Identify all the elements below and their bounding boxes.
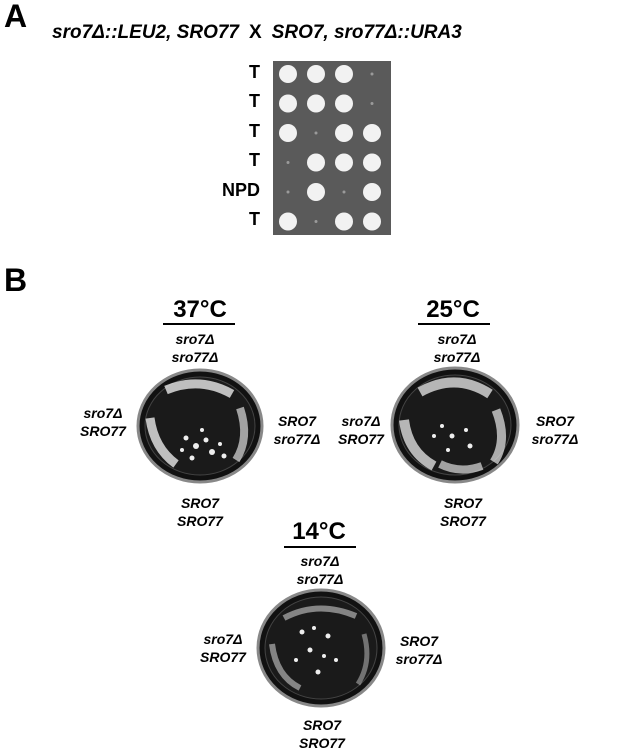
spore-colony xyxy=(307,94,325,113)
cross-left-genotype: sro7Δ::LEU2, SRO77 xyxy=(52,22,239,43)
spore-no-growth xyxy=(286,190,290,194)
spore-colony xyxy=(335,94,353,113)
plate-37-temperature: 37°C xyxy=(173,296,227,323)
spore-no-growth xyxy=(342,190,346,194)
plate-14-underline xyxy=(284,546,356,548)
spore-no-growth xyxy=(314,220,318,223)
tetrad-plate-image xyxy=(273,61,391,235)
plate-25-underline xyxy=(418,323,490,325)
spore-colony xyxy=(307,183,325,201)
spore-colony xyxy=(335,212,353,231)
spore-colony xyxy=(279,94,297,113)
spore-no-growth xyxy=(314,131,318,135)
spore-colony xyxy=(279,124,297,142)
spore-colony xyxy=(279,212,297,231)
spore-colony xyxy=(363,212,381,231)
tetrad-plate-background xyxy=(273,61,391,235)
plate-14-temperature: 14°C xyxy=(292,518,346,545)
cross-x: X xyxy=(248,22,262,43)
spore-colony xyxy=(335,153,353,172)
tetrad-label: T xyxy=(249,209,260,229)
spore-colony xyxy=(307,153,325,172)
spore-colony xyxy=(307,65,325,83)
tetrad-label: T xyxy=(249,91,260,111)
spore-colony xyxy=(335,65,353,83)
spore-no-growth xyxy=(370,102,374,105)
plate-37-underline xyxy=(163,323,235,325)
tetrad-label: NPD xyxy=(221,180,260,200)
spore-colony xyxy=(279,65,297,83)
cross-title: sro7Δ::LEU2, SRO77 X SRO7, sro77Δ::URA3 xyxy=(52,22,462,44)
spore-no-growth xyxy=(286,161,290,164)
plate-14-dish xyxy=(256,588,386,708)
spore-colony xyxy=(363,124,381,142)
tetrad-label: T xyxy=(249,62,260,82)
spore-colony xyxy=(363,153,381,172)
tetrad-label: T xyxy=(249,121,260,141)
tetrad-labels: T T T T NPD T xyxy=(200,62,264,242)
spore-colony xyxy=(363,183,381,201)
spore-no-growth xyxy=(370,72,374,76)
plate-25-dish xyxy=(390,366,520,484)
tetrad-label: T xyxy=(249,150,260,170)
panel-b-letter: B xyxy=(4,262,28,298)
plate-37-dish xyxy=(136,368,264,484)
cross-right-genotype: SRO7, sro77Δ::URA3 xyxy=(271,22,462,43)
plate-25-temperature: 25°C xyxy=(426,296,480,323)
spore-colony xyxy=(335,124,353,142)
panel-a-letter: A xyxy=(4,0,28,34)
